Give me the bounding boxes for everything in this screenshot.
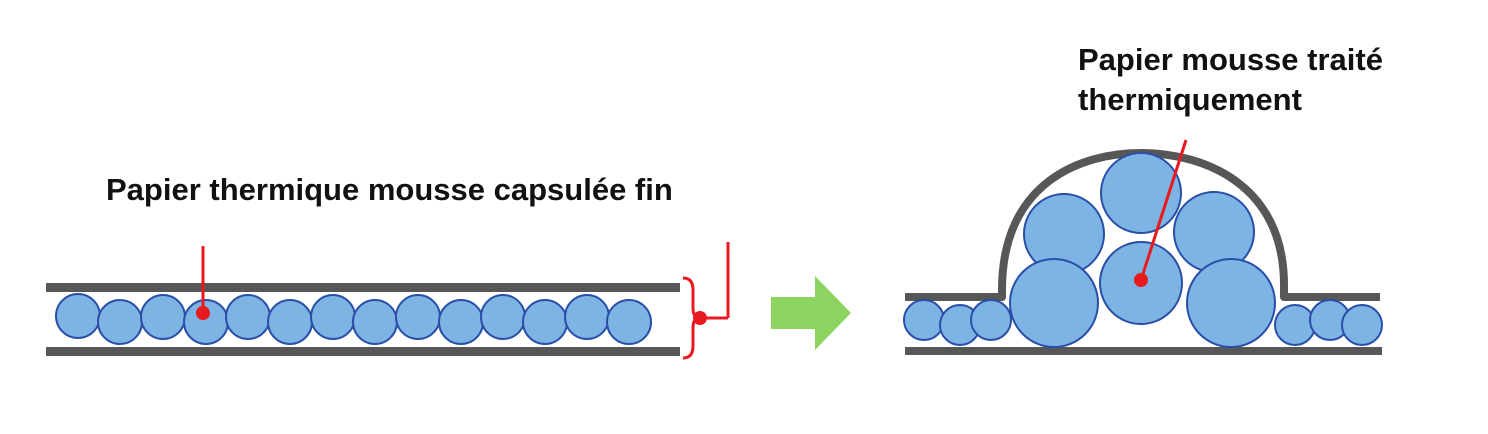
microcapsule bbox=[225, 294, 271, 340]
microcapsule bbox=[55, 293, 101, 339]
microcapsule bbox=[970, 299, 1012, 341]
expanded-microcapsule bbox=[1009, 258, 1099, 348]
expanded-microcapsule bbox=[1186, 258, 1276, 348]
microcapsule bbox=[480, 294, 526, 340]
microcapsule bbox=[140, 294, 186, 340]
microcapsule bbox=[267, 299, 313, 345]
microcapsule bbox=[522, 299, 568, 345]
top-layer bbox=[46, 283, 680, 292]
bottom-layer bbox=[46, 347, 680, 356]
capsule-pointer bbox=[196, 246, 210, 320]
microcapsule bbox=[352, 299, 398, 345]
right-arrow-icon bbox=[771, 276, 851, 350]
microcapsule bbox=[903, 299, 945, 341]
microcapsule bbox=[1274, 304, 1316, 346]
bottom-layer bbox=[905, 347, 1382, 355]
microcapsule-row bbox=[55, 293, 652, 345]
expanded-paper-label-line-1: Papier mousse traité bbox=[1078, 42, 1383, 77]
microcapsule bbox=[183, 299, 229, 345]
microcapsule bbox=[564, 294, 610, 340]
microcapsule bbox=[438, 299, 484, 345]
expanded-paper-label: Papier mousse traité thermiquement bbox=[1078, 40, 1383, 120]
expanded-capsule-pointer bbox=[1134, 139, 1188, 287]
microcapsule bbox=[395, 294, 441, 340]
expanded-paper-label-line-2: thermiquement bbox=[1078, 82, 1302, 117]
microcapsule bbox=[606, 299, 652, 345]
expanded-paper bbox=[903, 149, 1383, 355]
microcapsule bbox=[97, 299, 143, 345]
thickness-bracket bbox=[682, 242, 730, 360]
unexpanded-paper-label: Papier thermique mousse capsulée fin bbox=[106, 172, 673, 207]
microcapsule bbox=[1341, 304, 1383, 346]
microcapsule bbox=[310, 294, 356, 340]
expanded-microcapsules bbox=[903, 152, 1383, 348]
unexpanded-paper bbox=[46, 283, 680, 356]
